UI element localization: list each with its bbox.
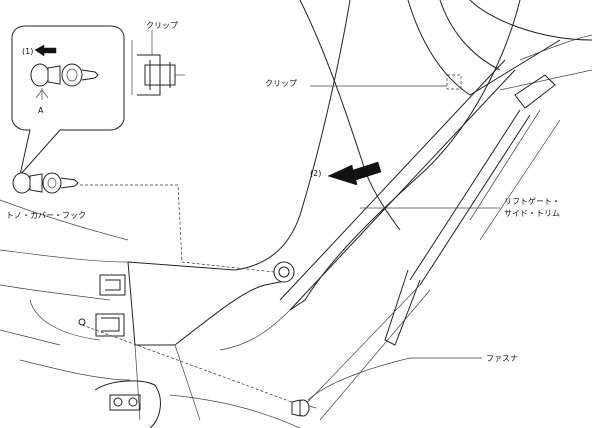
clip-marker	[446, 74, 462, 90]
left-arrow-icon	[327, 161, 382, 186]
fastener-label: ファスナ	[486, 354, 518, 363]
fastener-part	[291, 399, 317, 417]
inset-clip-detail	[131, 30, 185, 96]
left-arrow-icon	[34, 44, 57, 57]
guide-lines	[80, 184, 301, 406]
trim-label-line2: サイド・トリム	[504, 209, 560, 218]
roof-lines	[299, 0, 592, 231]
liftgate-side-trim	[127, 0, 521, 421]
callout-a-label: A	[38, 106, 44, 115]
clip-inset-label: クリップ	[146, 21, 178, 30]
gas-strut	[299, 74, 561, 421]
panel-clips	[95, 274, 126, 337]
step2-label: (2)	[310, 169, 321, 178]
lower-body	[0, 199, 301, 428]
step1-label: (1)	[22, 47, 33, 56]
hook-hole	[273, 261, 295, 283]
leader-lines	[307, 85, 500, 401]
clip-main-label: クリップ	[265, 79, 297, 88]
trim-label-line1: リフトゲート・	[504, 196, 560, 206]
inset-hook-bubble	[11, 25, 125, 177]
tonneau-hook-label: トノ・カバー・フック	[6, 211, 86, 220]
tonneau-hook-part	[12, 172, 79, 194]
